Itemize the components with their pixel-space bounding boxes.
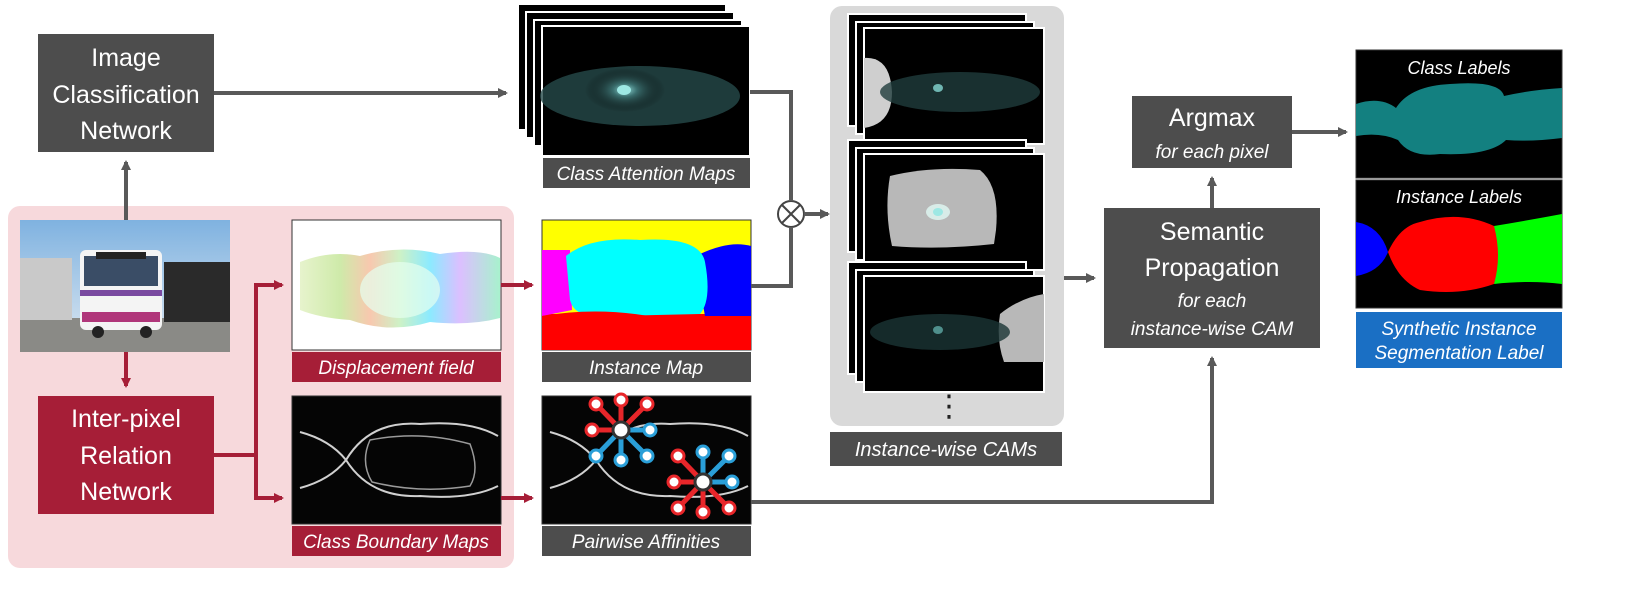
arrow-cam-to-multiply [750, 90, 793, 201]
instance-map-caption-box [542, 352, 751, 382]
pairwise-affinities-caption-box [542, 526, 751, 556]
class-labels-image [1355, 49, 1563, 179]
instance-map-caption: Instance Map [589, 358, 703, 379]
class-boundary-caption: Class Boundary Maps [303, 532, 489, 553]
arrow-irn-to-boundary [254, 455, 284, 503]
instance-cam-stack-2 [847, 139, 1045, 271]
pairwise-affinities-caption: Pairwise Affinities [572, 532, 721, 553]
semantic-propagation-sub-2: instance-wise CAM [1131, 319, 1294, 340]
semantic-propagation-sub-1: for each [1178, 291, 1247, 312]
displacement-field-caption: Displacement field [318, 358, 475, 379]
synthetic-label-caption-box [1356, 312, 1562, 368]
cam-ellipsis: ⋮ [934, 390, 964, 423]
irn-line-1: Inter-pixel [71, 405, 181, 433]
instance-cams-caption-box [830, 432, 1062, 466]
class-boundary-caption-box [292, 526, 501, 556]
image-classification-network-node: Image Classification Network [38, 34, 214, 152]
semantic-propagation-line-2: Propagation [1145, 254, 1280, 282]
class-attention-caption: Class Attention Maps [557, 164, 736, 185]
semantic-propagation-line-1: Semantic [1160, 218, 1264, 246]
arrow-instance-to-multiply [751, 227, 793, 288]
affinity-node-2-icon [666, 444, 740, 520]
inter-pixel-relation-network-node: Inter-pixel Relation Network [38, 396, 214, 514]
input-image [20, 220, 230, 352]
icn-line-2: Classification [52, 81, 199, 109]
icn-line-1: Image [91, 44, 160, 72]
displacement-field-image [291, 219, 502, 351]
class-attention-maps-stack [517, 3, 751, 157]
instance-cam-stack-1 [847, 13, 1045, 145]
instance-cams-caption: Instance-wise CAMs [855, 439, 1037, 461]
instance-labels-title: Instance Labels [1396, 187, 1522, 207]
displacement-field-caption-box [292, 352, 501, 382]
class-boundary-maps-image [291, 395, 502, 525]
arrows [121, 88, 1348, 504]
argmax-node: Argmax for each pixel [1132, 96, 1292, 168]
argmax-subtitle: for each pixel [1155, 142, 1269, 163]
arrow-irn-to-displacement [214, 280, 284, 457]
semantic-propagation-node: Semantic Propagation for each instance-w… [1104, 208, 1320, 348]
affinity-node-1-icon [584, 392, 658, 468]
multiply-cross-b [781, 204, 801, 224]
synthetic-label-line-2: Segmentation Label [1374, 343, 1544, 364]
instance-labels-image [1355, 179, 1563, 309]
synthetic-label-line-1: Synthetic Instance [1381, 319, 1536, 340]
instance-cam-stack-3 [847, 261, 1045, 393]
class-attention-caption-box [543, 158, 750, 188]
class-labels-title: Class Labels [1407, 58, 1510, 78]
arrow-affinities-to-propagation [751, 356, 1217, 504]
argmax-title: Argmax [1169, 104, 1256, 132]
icn-line-3: Network [80, 117, 172, 145]
irn-line-2: Relation [80, 442, 172, 470]
irn-line-3: Network [80, 478, 172, 506]
instance-map-image [541, 219, 752, 351]
